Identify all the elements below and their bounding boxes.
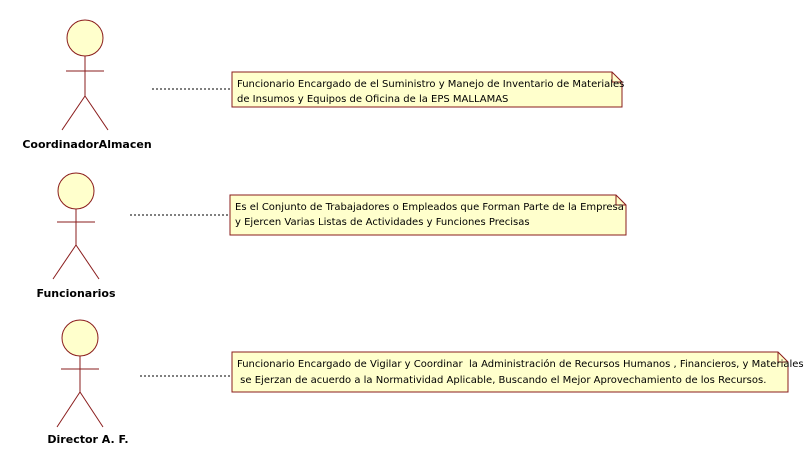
stick-figure-icon bbox=[52, 172, 100, 280]
note-line: Funcionario Encargado de el Suministro y… bbox=[237, 79, 624, 90]
actor-name: Director A. F. bbox=[47, 433, 128, 446]
note-shape bbox=[231, 71, 623, 108]
note-line: Funcionario Encargado de Vigilar y Coord… bbox=[237, 358, 804, 370]
note-director-af[interactable]: Funcionario Encargado de Vigilar y Coord… bbox=[231, 351, 804, 393]
note-line: se Ejerzan de acuerdo a la Normatividad … bbox=[237, 375, 766, 386]
note-fold-icon bbox=[777, 352, 788, 363]
note-line: Es el Conjunto de Trabajadores o Emplead… bbox=[235, 202, 624, 213]
actor-director-af[interactable]: Director A. F. bbox=[47, 319, 129, 446]
note-fold-icon bbox=[615, 195, 626, 206]
note-line: de Insumos y Equipos de Oficina de la EP… bbox=[237, 94, 508, 105]
note-shape bbox=[231, 351, 789, 393]
stick-figure-icon bbox=[56, 319, 104, 428]
note-line: y Ejercen Varias Listas de Actividades y… bbox=[235, 217, 530, 228]
note-coordinador-almacen[interactable]: Funcionario Encargado de el Suministro y… bbox=[231, 71, 624, 108]
actor-funcionarios[interactable]: Funcionarios bbox=[36, 172, 116, 300]
stick-figure-icon bbox=[61, 19, 109, 131]
actor-coordinador-almacen[interactable]: CoordinadorAlmacen bbox=[22, 19, 152, 151]
note-fold-icon bbox=[611, 72, 622, 83]
actor-name: CoordinadorAlmacen bbox=[22, 138, 151, 151]
note-shape bbox=[229, 194, 627, 236]
actor-name: Funcionarios bbox=[36, 287, 115, 300]
note-funcionarios[interactable]: Es el Conjunto de Trabajadores o Emplead… bbox=[229, 194, 627, 236]
